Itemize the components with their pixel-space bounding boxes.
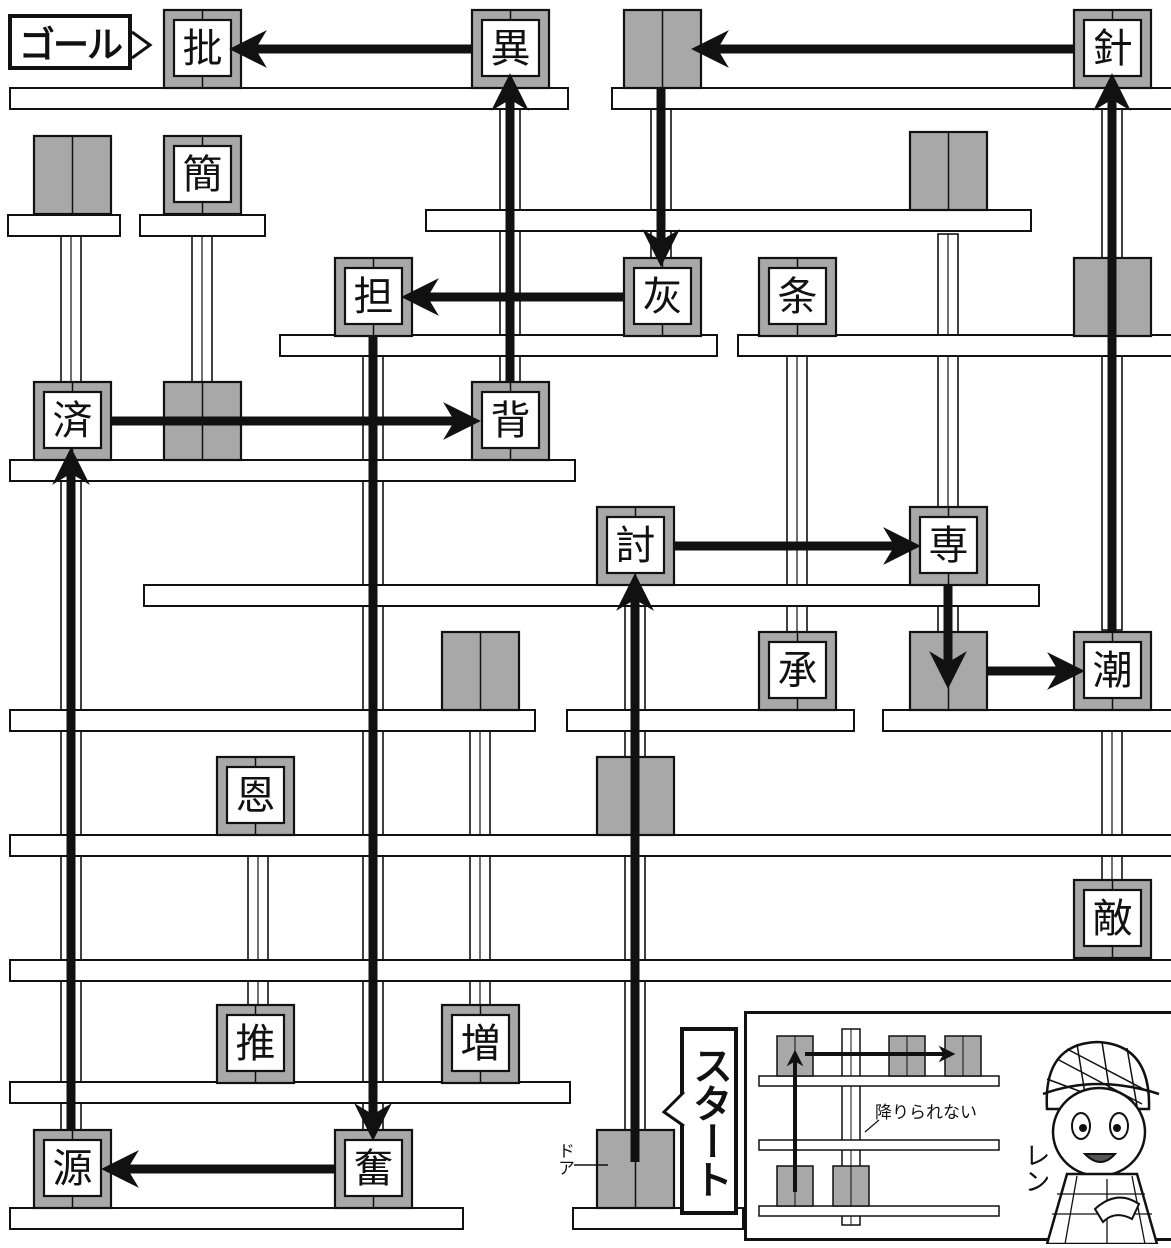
elevator-e-l1 (32, 134, 113, 216)
kanji-e-chou: 潮 (1093, 648, 1133, 694)
floor-9 (143, 584, 1040, 607)
kanji-e-fun: 奮 (354, 1146, 394, 1192)
kanji-e-i: 異 (491, 26, 531, 72)
legend-panel: 降りられない レン (744, 1011, 1171, 1246)
elevator-e-shou: 承 (757, 630, 838, 712)
kanji-e-sui: 推 (236, 1021, 276, 1067)
kanji-e-zou: 増 (461, 1021, 501, 1067)
kanji-e-hari: 針 (1093, 26, 1133, 72)
elevator-e-top-mid (622, 8, 703, 90)
legend-note-pointer (864, 1119, 880, 1133)
elevator-e-kan: 簡 (162, 134, 243, 216)
elevator-e-on: 恩 (215, 755, 296, 837)
route-arrows (52, 30, 1131, 1188)
elevator-e-sen: 専 (908, 505, 989, 587)
kanji-e-sen: 専 (929, 523, 969, 569)
kanji-e-hai2: 背 (491, 398, 531, 444)
kanji-e-jou: 条 (778, 274, 818, 320)
kanji-e-shou: 承 (778, 648, 818, 694)
elevator-e-jou: 条 (757, 256, 838, 338)
kanji-e-sai: 済 (53, 398, 93, 444)
legend-car-5 (832, 1165, 870, 1207)
kanji-e-on: 恩 (236, 773, 276, 819)
elevator-e-gen: 源 (32, 1128, 113, 1210)
elevator-e-r2 (908, 130, 989, 212)
floor-7 (737, 334, 1171, 357)
floor-11 (566, 709, 855, 732)
elevator-e-i: 異 (470, 8, 551, 90)
shaft-2 (191, 233, 213, 383)
floor-6 (279, 334, 718, 357)
start-pointer-icon (661, 1090, 686, 1128)
shaft-12 (1101, 729, 1123, 881)
elevator-e-zou: 増 (440, 1003, 521, 1085)
door-pointer-line (574, 1164, 608, 1166)
kanji-e-tou: 討 (616, 523, 656, 569)
elevator-e-m6 (440, 630, 521, 712)
floor-13 (9, 834, 1171, 857)
elevator-goal-box: 批 (162, 8, 243, 90)
floor-8 (9, 459, 576, 482)
floor-16 (9, 1207, 464, 1230)
elevator-e-hari: 針 (1072, 8, 1153, 90)
floor-14 (9, 959, 1171, 982)
floor-2 (611, 87, 1171, 110)
elevator-e-tou: 討 (595, 505, 676, 587)
floor-3 (7, 214, 121, 237)
elevator-e-hai2: 背 (470, 380, 551, 462)
elevator-e-tan: 担 (333, 256, 414, 338)
floor-5 (425, 209, 1032, 232)
elevator-shafts (60, 107, 1123, 1141)
floor-10 (9, 709, 536, 732)
elevator-e-chou: 潮 (1072, 630, 1153, 712)
goal-label: ゴール (8, 14, 132, 70)
floor-15 (9, 1081, 571, 1104)
character-name: レン (1020, 1142, 1050, 1194)
elevator-e-start (595, 1128, 676, 1210)
kanji-e-teki: 敵 (1093, 896, 1133, 942)
kanji-e-tan: 担 (354, 274, 394, 320)
floor-1 (9, 87, 569, 110)
legend-car-3 (944, 1035, 982, 1077)
floors (7, 87, 1171, 1230)
elevator-e-sai: 済 (32, 380, 113, 462)
floor-12 (882, 709, 1171, 732)
elevator-e-hai: 灰 (622, 256, 703, 338)
kanji-e-gen: 源 (53, 1146, 93, 1192)
floor-4 (139, 214, 266, 237)
legend-note: 降りられない (875, 1103, 977, 1123)
kanji-goal-box: 批 (183, 26, 223, 72)
legend-diagram (758, 1028, 1160, 1246)
ren-character-icon (1042, 1040, 1160, 1246)
elevator-e-teki: 敵 (1072, 878, 1153, 960)
goal-pointer-icon (131, 30, 153, 60)
elevator-e-sui: 推 (215, 1003, 296, 1085)
door-label: ドア (554, 1142, 574, 1176)
kanji-e-kan: 簡 (183, 152, 223, 198)
start-label: スタート (680, 1027, 738, 1215)
kanji-e-hai: 灰 (643, 274, 683, 320)
shaft-3 (247, 854, 269, 1006)
elevator-e-fun: 奮 (333, 1128, 414, 1210)
